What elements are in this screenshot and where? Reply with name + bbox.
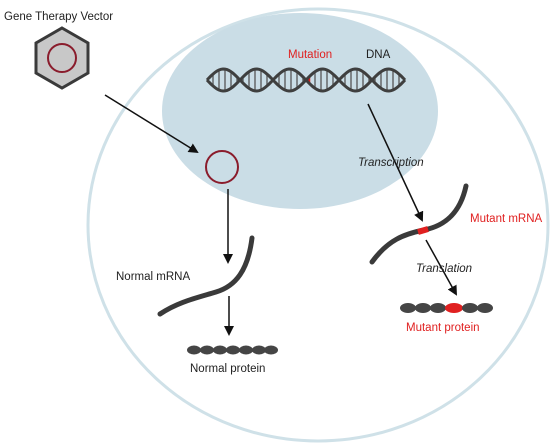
normal-protein-chain [187,345,278,355]
dna-strand-b [205,67,407,93]
mutant-mrna-label: Mutant mRNA [470,213,543,225]
mutation-label: Mutation [288,49,332,61]
dna-label: DNA [366,49,391,61]
normal-mrna-strand [157,235,255,317]
transcription-arrow [367,103,424,222]
episome-circle-icon [205,150,239,184]
normal-protein-label: Normal protein [190,363,265,375]
transcription-label: Transcription [358,157,424,169]
mutant-protein-chain [400,303,493,313]
vector-label: Gene Therapy Vector [4,11,113,23]
translation-arrow [425,239,457,296]
vector-hexagon-icon [34,26,90,90]
entry-arrow [104,94,199,154]
mutant-mrna-mutation-mark [417,226,429,235]
dna-helix [205,67,407,93]
normal-mrna-label: Normal mRNA [116,271,190,283]
mutant-protein-label: Mutant protein [406,322,480,334]
translation-label: Translation [416,263,472,275]
nucleus [162,13,438,209]
